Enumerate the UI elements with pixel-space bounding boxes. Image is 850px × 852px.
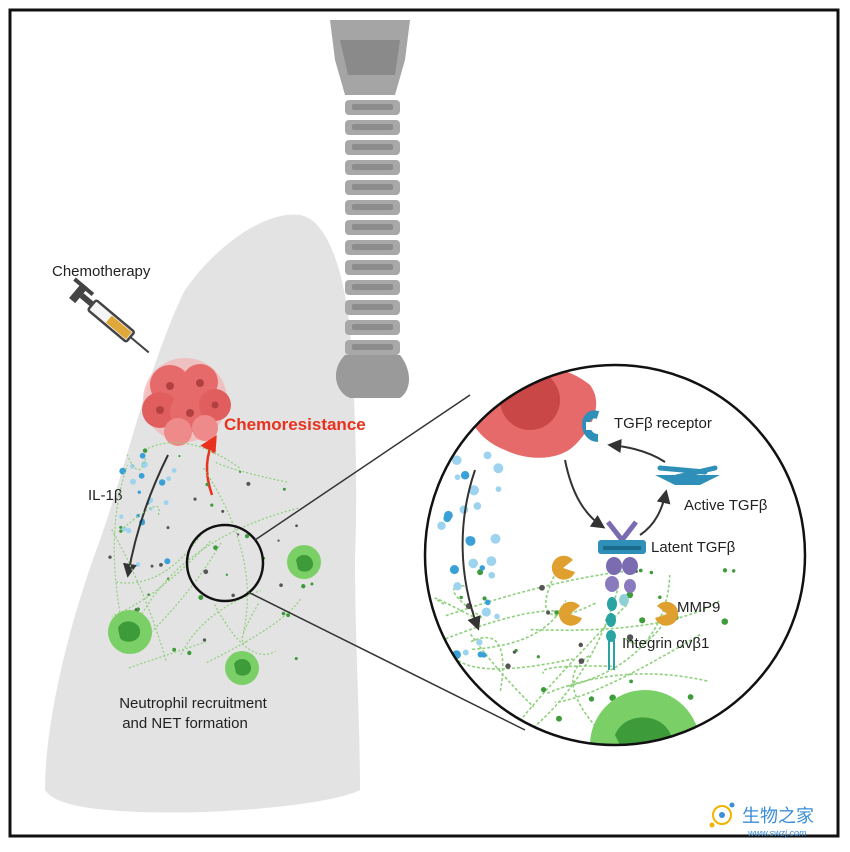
magnified-il1b-arrow	[461, 469, 481, 631]
integrin-icon	[605, 557, 638, 670]
zoom-connector-top	[254, 394, 471, 541]
zoom-connector-bottom	[247, 591, 526, 731]
activation-arrow-to-receptor	[607, 439, 666, 463]
neutrophil-1	[108, 610, 152, 654]
watermark-logo-icon	[709, 802, 735, 828]
trachea	[330, 20, 410, 398]
zoom-source-circle	[185, 523, 265, 603]
chemoresistance-arrow	[200, 434, 217, 496]
mmp9-label: MMP9	[677, 599, 720, 616]
tumor-cluster	[142, 358, 231, 446]
active-tgfb-label: Active TGFβ	[684, 497, 768, 514]
lung-silhouette	[45, 214, 360, 813]
tgfb-receptor-label: TGFβ receptor	[614, 415, 712, 432]
il1b-arrow	[123, 454, 169, 578]
chemoresistance-label: Chemoresistance	[224, 415, 366, 434]
latent-tgfb-icon	[598, 520, 646, 554]
neutrophil-label-line1: Neutrophil recruitment	[119, 695, 267, 712]
mmp9-icon	[551, 555, 679, 626]
magnified-neutrophil	[590, 690, 700, 745]
watermark-title: 生物之家	[742, 806, 814, 827]
neutrophil-2	[225, 651, 259, 685]
tgfb-receptor-icon	[582, 410, 600, 442]
magnified-il1b-dots	[437, 451, 504, 662]
syringe-icon	[69, 277, 150, 354]
watermark-url: www.swzj.com	[748, 828, 807, 838]
latent-tgfb-label: Latent TGFβ	[651, 539, 736, 556]
integrin-label: Integrin αvβ1	[622, 635, 709, 652]
arrow-to-latent	[564, 459, 606, 529]
neutrophil-3	[287, 545, 321, 579]
active-tgfb-icon	[655, 465, 720, 485]
watermark: 生物之家 www.swzj.com	[709, 802, 814, 838]
il1b-label: IL-1β	[88, 487, 123, 504]
neutrophil-label-line2: and NET formation	[122, 715, 248, 732]
chemotherapy-label: Chemotherapy	[52, 263, 151, 280]
arrow-to-active	[639, 489, 671, 536]
